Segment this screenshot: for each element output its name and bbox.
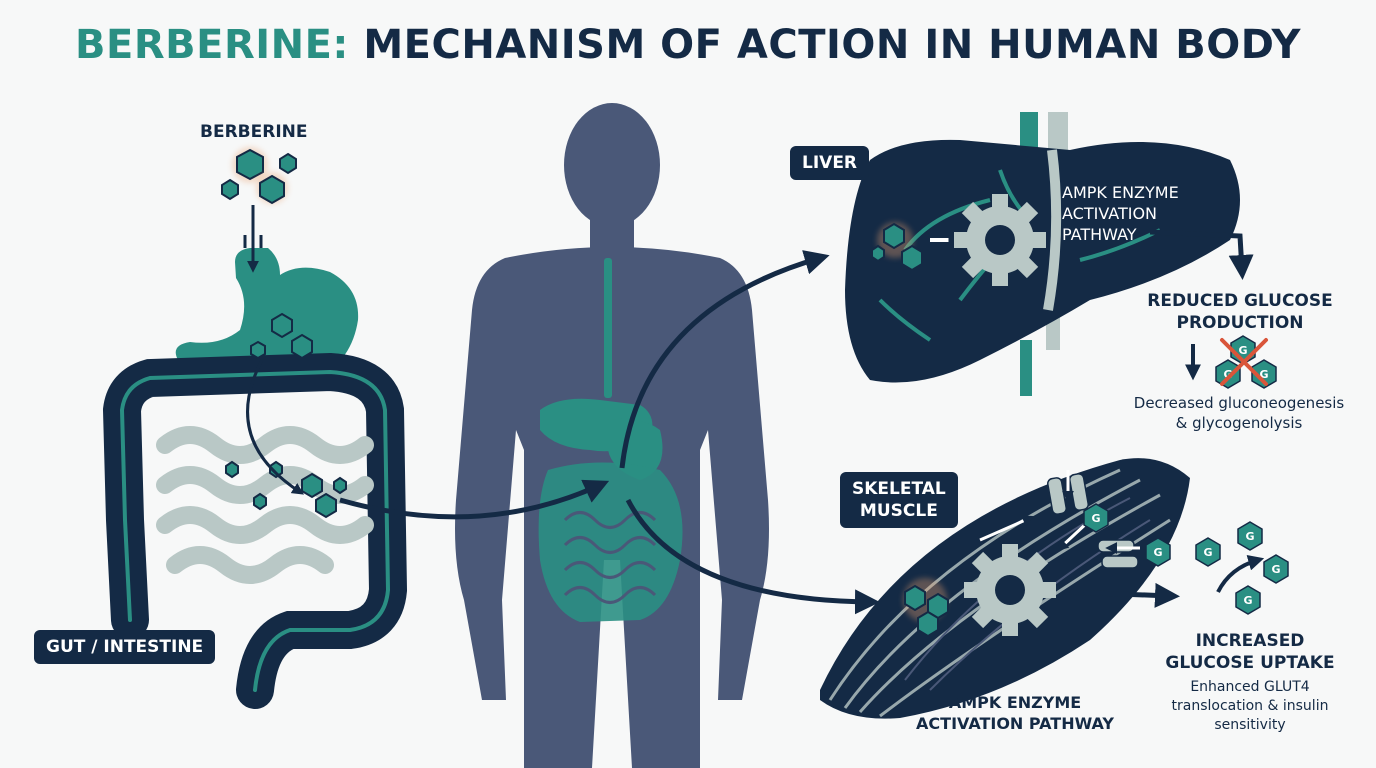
reduced-line-2: PRODUCTION xyxy=(1176,313,1304,333)
enhanced-label: Enhanced GLUT4 translocation & insulin s… xyxy=(1136,678,1364,735)
liver-molecules xyxy=(871,222,923,272)
large-intestine xyxy=(102,352,408,709)
glucose-molecules: G G G G G G xyxy=(1083,503,1289,615)
berberine-molecules xyxy=(221,147,347,519)
glucose-g-label: G xyxy=(1203,546,1212,559)
red-cross-icon xyxy=(1220,338,1268,386)
glucose-g-label: G xyxy=(1091,512,1100,525)
body-to-muscle-arrow xyxy=(625,498,880,615)
reduced-line-1: REDUCED GLUCOSE xyxy=(1147,291,1333,311)
muscle-gear-icon xyxy=(964,544,1056,636)
muscle-output-arrow xyxy=(1069,582,1180,608)
body-intestine-loops xyxy=(563,511,657,604)
molecule-group-top xyxy=(221,147,297,205)
reduced-glucose-icons: G G G xyxy=(1185,335,1277,389)
liver-pathway-label: AMPK ENZYME ACTIVATION PATHWAY xyxy=(1062,182,1179,245)
flow-arrows xyxy=(339,250,880,615)
skeletal-line-1: SKELETAL xyxy=(852,479,946,499)
liver-pathway-line-2: ACTIVATION xyxy=(1062,204,1158,223)
glucose-g-label: G xyxy=(1245,530,1254,543)
skeletal-muscle-label: SKELETAL MUSCLE xyxy=(840,472,958,528)
glucose-g-label: G xyxy=(1238,344,1247,357)
liver-pathway-line-3: PATHWAY xyxy=(1062,225,1137,244)
molecule-group-intestine xyxy=(225,460,347,519)
increased-line-2: GLUCOSE UPTAKE xyxy=(1165,653,1335,673)
gut-to-body-arrow xyxy=(339,479,610,520)
muscle-molecules xyxy=(903,578,949,638)
molecule-group-stomach xyxy=(250,312,313,360)
enhanced-line-2: translocation & insulin xyxy=(1171,698,1329,714)
increased-uptake-label: INCREASED GLUCOSE UPTAKE xyxy=(1140,630,1360,674)
uptake-arrow xyxy=(1216,554,1265,593)
reduced-glucose-label: REDUCED GLUCOSE PRODUCTION xyxy=(1130,290,1350,334)
page-title: BERBERINE: MECHANISM OF ACTION IN HUMAN … xyxy=(0,22,1376,68)
glucose-g-label: G xyxy=(1223,368,1232,381)
glucose-g-label: G xyxy=(1243,594,1252,607)
small-intestine xyxy=(156,426,374,584)
berberine-label: BERBERINE xyxy=(200,122,308,142)
liver-output-arrow xyxy=(1149,229,1254,280)
liver-gear-icon xyxy=(954,194,1046,286)
gut-label: GUT / INTESTINE xyxy=(34,630,216,664)
title-accent: BERBERINE: xyxy=(75,22,349,68)
liver-label: LIVER xyxy=(790,146,870,180)
muscle-arrows xyxy=(979,470,1140,554)
decreased-line-2: & glycogenolysis xyxy=(1175,414,1303,432)
decreased-label: Decreased gluconeogenesis & glycogenolys… xyxy=(1120,393,1358,433)
increased-line-1: INCREASED xyxy=(1195,631,1305,651)
glucose-g-label: G xyxy=(1153,546,1162,559)
skeletal-line-2: MUSCLE xyxy=(859,501,938,521)
enhanced-line-1: Enhanced GLUT4 xyxy=(1190,679,1310,695)
ingestion-arrow xyxy=(243,205,305,495)
enhanced-line-3: sensitivity xyxy=(1214,717,1286,733)
muscle-pathway-line-1: AMPK ENZYME xyxy=(948,693,1082,712)
muscle-pathway-line-2: ACTIVATION PATHWAY xyxy=(916,714,1114,733)
glut4-transporter-icons xyxy=(1047,473,1139,569)
muscle-pathway-label: AMPK ENZYME ACTIVATION PATHWAY xyxy=(895,692,1135,734)
body-organs xyxy=(538,258,683,622)
title-main: MECHANISM OF ACTION IN HUMAN BODY xyxy=(363,22,1301,68)
body-to-liver-arrow xyxy=(619,250,830,469)
liver-pathway-line-1: AMPK ENZYME xyxy=(1062,183,1179,202)
glucose-g-label: G xyxy=(1271,563,1280,576)
decreased-line-1: Decreased gluconeogenesis xyxy=(1133,394,1345,412)
glucose-g-label: G xyxy=(1259,368,1268,381)
